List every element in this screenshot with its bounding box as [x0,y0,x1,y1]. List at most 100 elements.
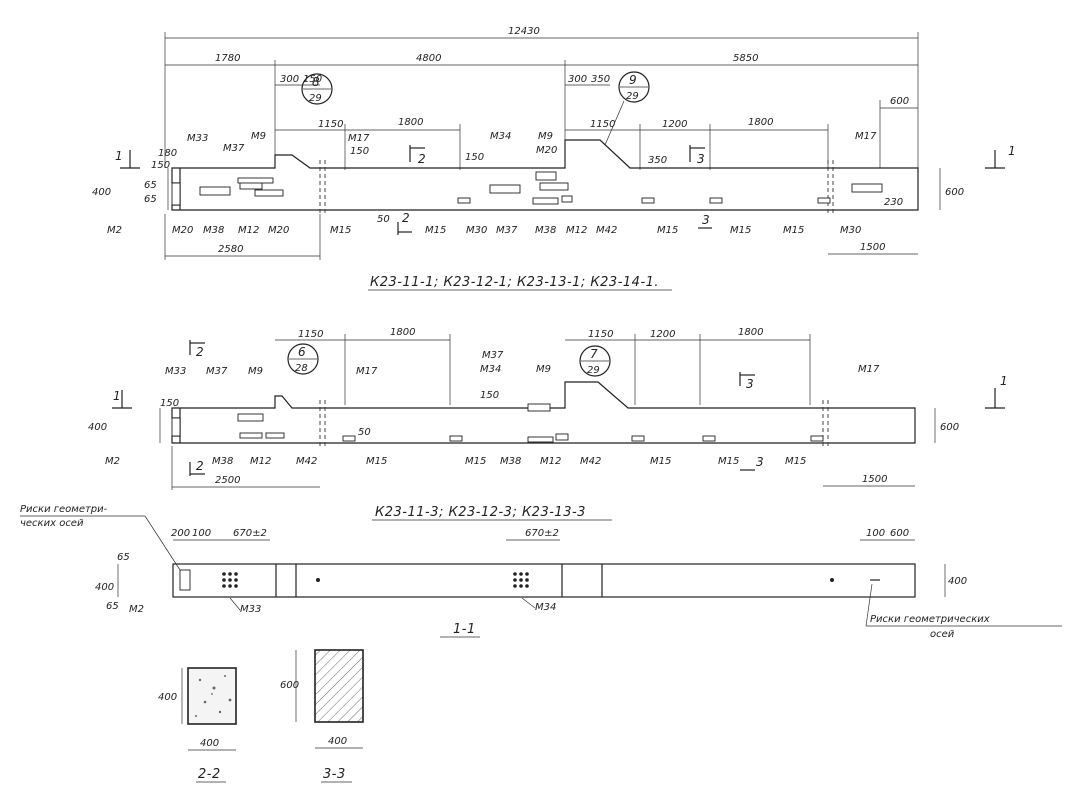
embedded-part [237,177,274,184]
dim-1200-b: 1200 [650,329,675,340]
section-2-2-shape [187,667,237,725]
label-m15: М15 [783,225,804,236]
label-m15: М15 [785,456,806,467]
section-mark-2: 2 [196,345,204,359]
section-mark-3: 3 [746,377,754,391]
dim-1800-a: 1800 [390,327,415,338]
dim-400: 400 [95,582,114,593]
label-m34: М34 [535,602,556,613]
label-m17: М17 [855,131,877,142]
embedded-part [539,182,569,191]
label-m15: М15 [330,225,351,236]
embedded-part [527,436,554,443]
section-3-3-title: 3-3 [323,767,346,782]
embedded-part [641,197,655,204]
dim-vert: 50 [358,427,371,438]
callout-num: 7 [590,347,598,361]
label-m33: М33 [165,366,186,377]
dim-1150-b: 1150 [588,329,613,340]
label-m33: М33 [240,604,261,615]
section-3-3: 600 400 3-3 [280,649,364,783]
dim-1800-a: 1800 [398,117,423,128]
embedded-part [457,197,471,204]
dim-600-right: 600 [940,422,959,433]
section-2-2-width: 400 [200,738,219,749]
section-mark-1-right: 1 [1000,374,1008,388]
label-m17: М17 [858,364,880,375]
middle-elevation-view: 1150 1800 1150 1200 1800 6 28 7 29 150 [88,327,1008,521]
dim-670-a: 670±2 [233,528,267,539]
dim-65-a: 65 [117,552,130,563]
embedded-part [265,432,285,439]
bolt-group-right [513,572,529,588]
section-2-2-height: 400 [158,692,177,703]
section-2-2: 400 400 2-2 [158,667,237,783]
label-m15: М15 [657,225,678,236]
label-m37: М37 [496,225,518,236]
dim-150: 150 [151,160,170,171]
label-m37: М37 [482,350,504,361]
dim-350-b: 350 [591,74,610,85]
label-m12: М12 [250,456,271,467]
embedded-part [555,433,569,441]
embedded-part [449,435,463,442]
label-m38: М38 [500,456,521,467]
embedded-part [817,197,831,204]
dim-5850: 5850 [733,53,758,64]
section-mark-3-bottom: 3 [702,213,710,227]
section-mark-2-bottom: 2 [196,459,204,473]
plan-view-1-1: Риски геометри- ческих осей 200 100 670±… [20,504,1062,640]
label-m15: М15 [425,225,446,236]
dim-670-b: 670±2 [525,528,559,539]
label-m42: М42 [596,225,617,236]
dim-150: 150 [160,398,179,409]
section-mark-3: 3 [697,152,705,166]
dim-100-right: 100 [866,528,885,539]
view-title-plan: 1-1 [453,622,476,637]
embedded-part [199,186,231,196]
callout-circle-6-28 [287,343,319,375]
dim-600-right: 600 [890,528,909,539]
dim-1200-b: 1200 [662,119,687,130]
dim-200: 200 [171,528,190,539]
label-m30: М30 [840,225,861,236]
section-mark-2: 2 [418,152,426,166]
dim-vert: 50 [377,214,390,225]
bolt-group-left [222,572,238,588]
top-elevation-view: 12430 1780 4800 5850 300 150 300 350 600… [92,26,1016,291]
section-mark-1-left: 1 [115,149,123,163]
label-m12: М12 [540,456,561,467]
callout-num: 9 [629,73,637,87]
label-m38: М38 [203,225,224,236]
dim-400-right: 400 [948,576,967,587]
section-mark-2-bottom: 2 [402,211,410,225]
label-m12: М12 [566,225,587,236]
dim-vert: 150 [465,152,484,163]
label-m12: М12 [238,225,259,236]
plan-outline [172,563,916,598]
callout-circle-8-29 [301,73,333,105]
label-m9: М9 [538,131,553,142]
label-m17: М17 [356,366,378,377]
label-m33: М33 [187,133,208,144]
label-m17: М17 [348,133,370,144]
view-title-top: К23-11-1; К23-12-1; К23-13-1; К23-14-1. [370,275,659,290]
label-m37: М37 [223,143,245,154]
dim-2500: 2500 [215,475,240,486]
label-m38: М38 [212,456,233,467]
embedded-part [561,195,573,203]
dim-1150-a: 1150 [318,119,343,130]
dim-230: 230 [884,197,903,208]
label-m38: М38 [535,225,556,236]
label-m15: М15 [366,456,387,467]
dim-400: 400 [92,187,111,198]
label-m15: М15 [730,225,751,236]
callout-den: 29 [587,365,600,376]
section-3-3-shape [314,649,364,723]
axis-mark [316,578,320,582]
label-m15: М15 [465,456,486,467]
callout-num: 8 [312,75,320,89]
view-title-mid: К23-11-3; К23-12-3; К23-13-3 [375,505,586,520]
dim-65-a: 65 [144,180,157,191]
label-m42: М42 [296,456,317,467]
